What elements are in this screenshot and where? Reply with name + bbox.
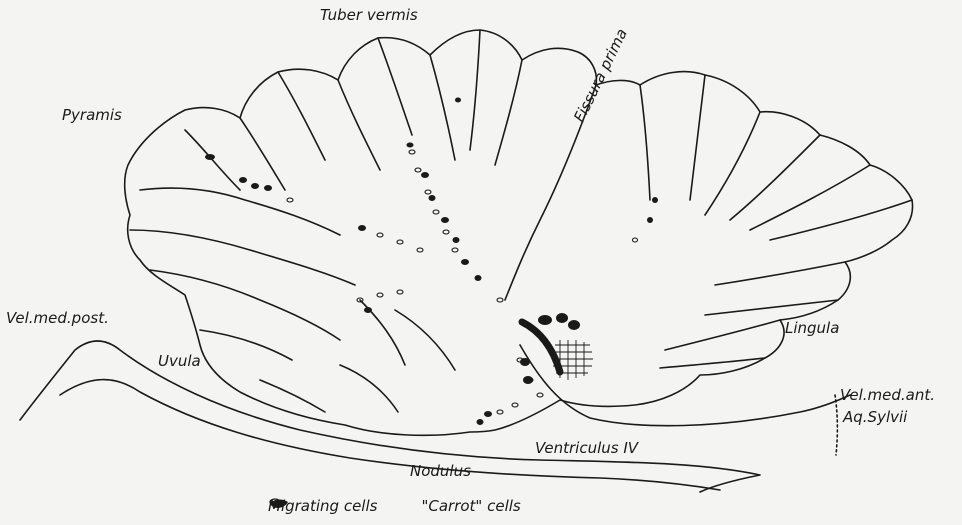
label-pyramis: Pyramis <box>62 108 122 123</box>
label-vel-med-post: Vel.med.post. <box>6 311 109 326</box>
carrot-cells <box>205 98 658 426</box>
label-ventriculus-iv: Ventriculus IV <box>535 441 638 456</box>
label-aq-sylvii: Aq.Sylvii <box>843 410 907 425</box>
ventricle-contour <box>520 345 850 426</box>
legend: Migrating cells "Carrot" cells <box>268 497 521 515</box>
label-tuber-vermis: Tuber vermis <box>320 8 418 23</box>
folia-inner <box>260 30 522 412</box>
migrating-cells <box>287 150 638 414</box>
legend-carrot-label: "Carrot" cells <box>421 497 520 515</box>
label-vel-med-ant: Vel.med.ant. <box>840 388 935 403</box>
carrot-cell-icon <box>268 497 290 511</box>
label-lingula: Lingula <box>785 321 839 336</box>
vel-med-ant-line <box>835 395 837 455</box>
label-uvula: Uvula <box>158 354 201 369</box>
label-nodulus: Nodulus <box>410 464 471 479</box>
brainstem-band <box>20 341 760 492</box>
cerebellum-outline <box>125 30 913 435</box>
folia-right <box>640 75 912 368</box>
